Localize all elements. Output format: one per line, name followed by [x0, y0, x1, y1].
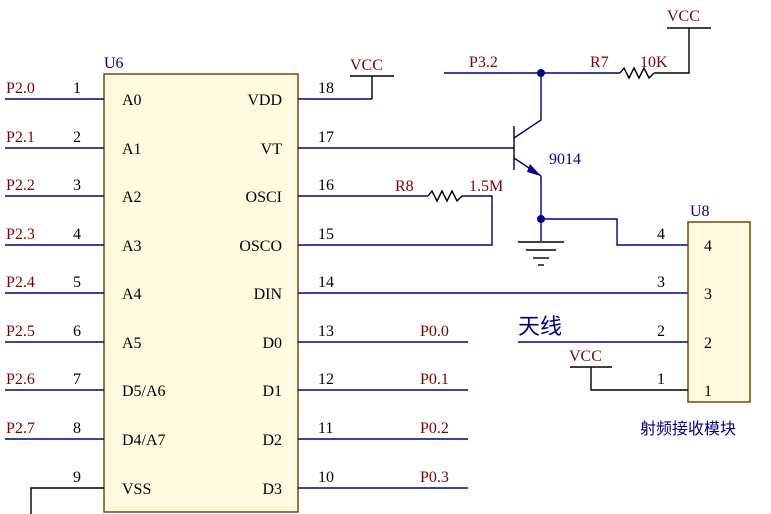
- u8-body: [687, 221, 751, 403]
- net-label-p0-1: P0.1: [420, 371, 449, 388]
- u8-pin-1: 1: [704, 383, 712, 400]
- pin-name-din: DIN: [254, 286, 283, 303]
- pin-name-d5-a6: D5/A6: [122, 383, 166, 400]
- pin-name-a2: A2: [122, 189, 142, 206]
- pin-number: 7: [73, 371, 81, 388]
- pin-number: 10: [318, 469, 334, 486]
- resistor-r7: VCC R7 10K: [590, 8, 711, 80]
- pin-name-d3: D3: [262, 481, 282, 498]
- pin-number: 9: [73, 469, 81, 486]
- pin-name-a3: A3: [122, 238, 142, 255]
- r7-value: 10K: [640, 54, 668, 71]
- u6-pin-9: 9 VSS: [30, 469, 151, 514]
- u8-wire-label-3: 3: [657, 274, 665, 291]
- u6-pin-11: P0.2 11 D2: [262, 420, 468, 449]
- pin-number: 17: [318, 129, 334, 146]
- net-label-p2-1: P2.1: [6, 129, 35, 146]
- u6-pin-15: 15 OSCO: [239, 195, 493, 255]
- u6-pin-12: P0.1 12 D1: [262, 371, 468, 400]
- vcc-label-u8: VCC: [569, 348, 602, 365]
- pin-number: 18: [318, 80, 334, 97]
- u8-wire-label-1: 1: [657, 371, 665, 388]
- pin-name-d1: D1: [262, 383, 282, 400]
- pin-name-a5: A5: [122, 335, 142, 352]
- u6-pin-7: P2.6 7 D5/A6: [5, 371, 166, 400]
- u8-wire-label-2: 2: [657, 323, 665, 340]
- u8-wire-label-4: 4: [657, 226, 665, 243]
- pin-name-a4: A4: [122, 286, 142, 303]
- vcc-label-top: VCC: [667, 8, 700, 25]
- u6-pin-4: P2.3 4 A3: [5, 226, 142, 255]
- u6-pin-13: P0.0 13 D0: [262, 323, 468, 352]
- u6-pin-3: P2.2 3 A2: [5, 177, 142, 206]
- u6-pin-6: P2.5 6 A5: [5, 323, 142, 352]
- pin-number: 12: [318, 371, 334, 388]
- pin-number: 8: [73, 420, 81, 437]
- u6-pin-5: P2.4 5 A4: [5, 274, 142, 303]
- u8-pin-2: 2: [704, 335, 712, 352]
- u6-pin-8: P2.7 8 D4/A7: [5, 420, 166, 449]
- net-label-p2-7: P2.7: [6, 420, 35, 437]
- u6-pin-17: 17 VT: [261, 129, 514, 158]
- u6-pin-16: 16 OSCI: [246, 177, 428, 206]
- pin-number: 3: [73, 177, 81, 194]
- pin-name-a0: A0: [122, 92, 142, 109]
- u6-pin-1: P2.0 1 A0: [5, 80, 142, 109]
- u8-vcc-net: VCC 1 1: [569, 348, 712, 400]
- pin-name-d2: D2: [262, 432, 282, 449]
- pin-name-osci: OSCI: [246, 189, 282, 206]
- pin-number: 2: [73, 129, 81, 146]
- net-label-p2-3: P2.3: [6, 226, 35, 243]
- u6-pin-2: P2.1 2 A1: [5, 129, 142, 158]
- u8-designator: U8: [690, 203, 710, 220]
- net-label-p2-2: P2.2: [6, 177, 35, 194]
- net-label-p2-5: P2.5: [6, 323, 35, 340]
- transistor-part: 9014: [549, 151, 581, 168]
- u8-pin-4: 4: [704, 238, 712, 255]
- pin-number: 11: [318, 420, 333, 437]
- pin-number: 16: [318, 177, 334, 194]
- pin-number: 1: [73, 80, 81, 97]
- net-label-p2-6: P2.6: [6, 371, 35, 388]
- r8-value: 1.5M: [469, 178, 503, 195]
- pin-name-vdd: VDD: [247, 92, 282, 109]
- pin-number: 15: [318, 226, 334, 243]
- u8-caption: 射频接收模块: [640, 419, 736, 438]
- pin-name-vt: VT: [261, 141, 283, 158]
- resistor-r8: R8 1.5M: [395, 178, 503, 203]
- pin-name-a1: A1: [122, 141, 142, 158]
- r7-designator: R7: [590, 54, 609, 71]
- net-label-p3-2: P3.2: [469, 54, 498, 71]
- emitter-arrow-icon: [527, 164, 541, 176]
- u6-pin-10: P0.3 10 D3: [262, 469, 468, 498]
- emitter-node: [537, 215, 688, 246]
- u6-body: [103, 73, 299, 513]
- u6-pin-18: VCC 18 VDD: [247, 57, 394, 109]
- net-label-p2-0: P2.0: [6, 80, 35, 97]
- net-label-p0-0: P0.0: [420, 323, 449, 340]
- r8-designator: R8: [395, 178, 414, 195]
- antenna-label: 天线: [518, 315, 562, 340]
- pin-number: 5: [73, 274, 81, 291]
- u6-designator: U6: [104, 55, 124, 72]
- net-label-p0-3: P0.3: [420, 469, 449, 486]
- u8-pin-3: 3: [704, 286, 712, 303]
- net-label-p2-4: P2.4: [6, 274, 35, 291]
- antenna-net: 天线 2 2: [518, 315, 712, 352]
- pin-number: 13: [318, 323, 334, 340]
- pin-number: 4: [73, 226, 81, 243]
- pin-name-vss: VSS: [122, 481, 151, 498]
- pin-number: 6: [73, 323, 81, 340]
- net-label-p0-2: P0.2: [420, 420, 449, 437]
- pin-name-osco: OSCO: [239, 238, 282, 255]
- vcc-label-u6: VCC: [350, 57, 383, 74]
- u6-pin-14: 14 DIN: [254, 274, 688, 303]
- pin-name-d4-a7: D4/A7: [122, 432, 166, 449]
- ground-symbol: [518, 241, 564, 266]
- transistor-9014: 9014: [513, 73, 581, 219]
- pin-number: 14: [318, 274, 334, 291]
- pin-name-d0: D0: [262, 335, 282, 352]
